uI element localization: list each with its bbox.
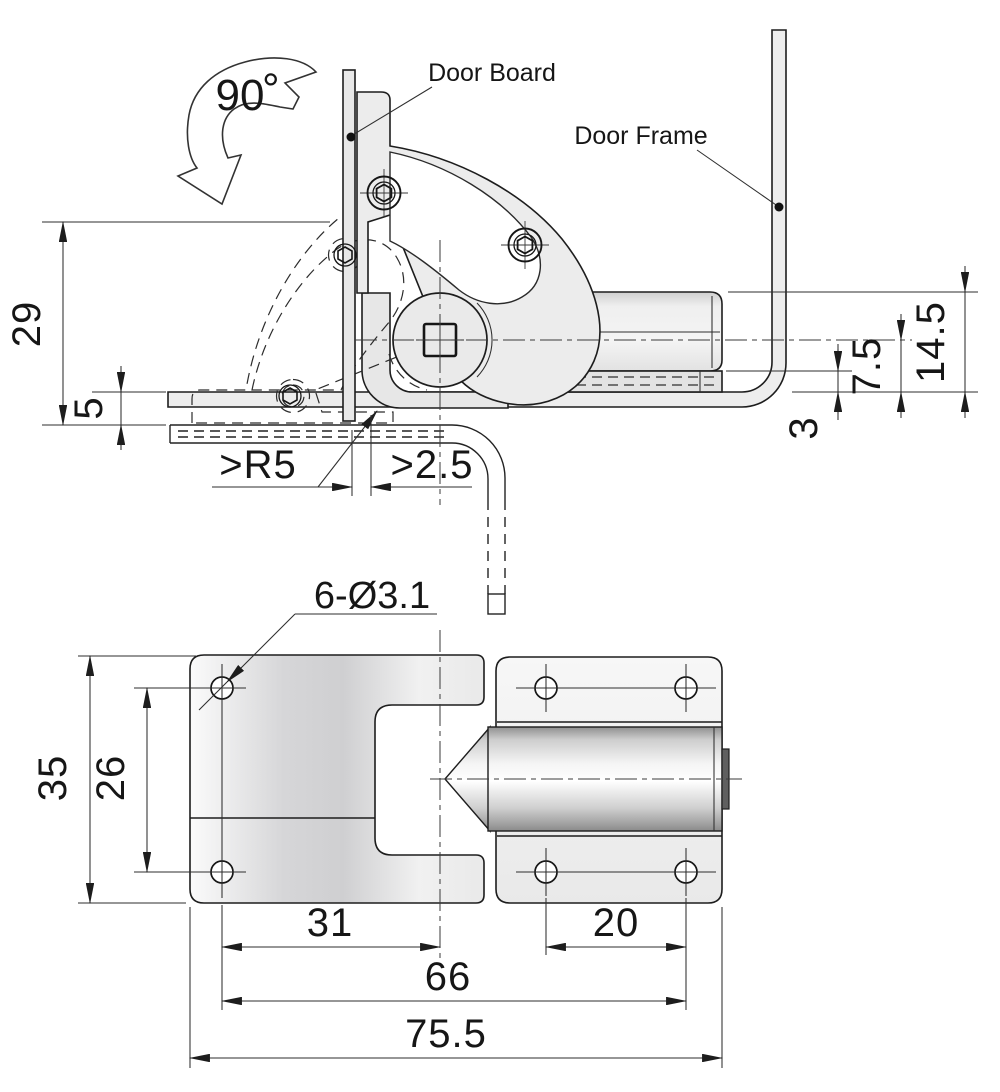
dim-66: 66 (220, 955, 688, 1006)
dim-14-5: 14.5 (728, 266, 978, 418)
screw-lower (501, 221, 549, 269)
swing-arrow: 90 ° (176, 57, 318, 206)
door-frame-leader (696, 149, 780, 208)
svg-text:7.5: 7.5 (845, 337, 889, 396)
dim-2-5: >2.5 (330, 415, 474, 496)
dim-7-5: 7.5 (845, 314, 906, 418)
svg-text:75.5: 75.5 (405, 1012, 487, 1056)
barrel-phantom-arc (388, 353, 428, 391)
right-plate-step-lines (497, 721, 722, 837)
phantom-screw-a (278, 384, 302, 408)
svg-text:20: 20 (593, 901, 640, 945)
door-board-leader-dot (346, 132, 356, 142)
door-board-part (342, 69, 356, 422)
door-board-leader (350, 86, 433, 137)
angle-degree-sign: ° (262, 65, 280, 114)
svg-text:>2.5: >2.5 (391, 443, 474, 487)
door-board-label-group: Door Board (346, 59, 556, 142)
dim-3: 3 (726, 344, 852, 440)
dim-35: 35 (31, 654, 196, 905)
arm-inner-cutout (389, 151, 542, 305)
dim-26: 26 (89, 686, 198, 874)
svg-text:5: 5 (67, 396, 111, 419)
side-view: 90 ° Door Board Door Frame 29 5 (5, 29, 978, 615)
barrel-outer-arc (476, 302, 493, 378)
screw-upper (360, 169, 408, 217)
dim-5: 5 (67, 366, 166, 450)
rotation-arrow-icon (176, 57, 318, 206)
dim-29: 29 (5, 220, 330, 427)
plan-left-plate (189, 654, 485, 904)
holes-callout: 6-Ø3.1 (314, 575, 430, 617)
svg-text:31: 31 (307, 901, 354, 945)
svg-text:35: 35 (31, 755, 75, 802)
svg-text:14.5: 14.5 (909, 301, 953, 383)
dim-20: 20 (544, 898, 688, 1010)
door-frame-label: Door Frame (574, 122, 707, 150)
angle-value: 90 (216, 71, 265, 120)
svg-text:29: 29 (5, 301, 49, 348)
hole-centerlines (198, 664, 716, 898)
door-frame-leader-dot (774, 202, 784, 212)
dim-75-5: 75.5 (188, 907, 724, 1068)
dim-r5: >R5 (212, 410, 378, 488)
holes-callout-group: 6-Ø3.1 (198, 575, 437, 711)
phantom-screw-b (333, 243, 357, 267)
svg-text:3: 3 (782, 416, 826, 439)
door-board-label: Door Board (428, 59, 556, 87)
door-board-closed-position (169, 424, 506, 615)
svg-text:26: 26 (89, 755, 133, 802)
door-frame-label-group: Door Frame (574, 122, 784, 212)
door-frame-part (167, 29, 787, 408)
dim-31: 31 (220, 901, 442, 1010)
svg-text:66: 66 (425, 955, 472, 999)
plan-view: 6-Ø3.1 35 26 31 20 66 (31, 575, 742, 1068)
svg-text:>R5: >R5 (219, 443, 297, 487)
